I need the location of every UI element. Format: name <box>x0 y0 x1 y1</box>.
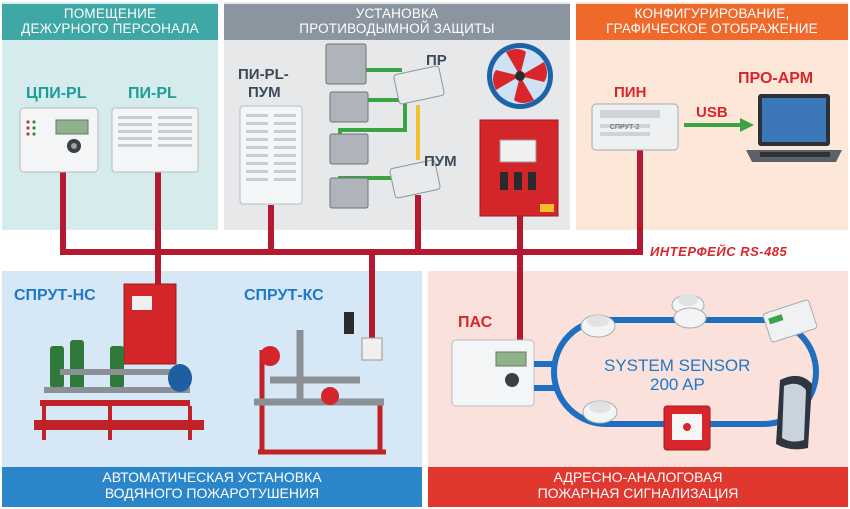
sprut-ks-station <box>254 312 386 455</box>
alarm-title-2: ПОЖАРНАЯ СИГНАЛИЗАЦИЯ <box>537 485 739 501</box>
rs485-bus <box>60 150 643 350</box>
smoke-header: УСТАНОВКА ПРОТИВОДЫМНОЙ ЗАЩИТЫ <box>224 4 570 40</box>
sounder-icon <box>776 375 812 450</box>
cpi-pl-label: ЦПИ-PL <box>26 85 87 102</box>
smoke-title-2: ПРОТИВОДЫМНОЙ ЗАЩИТЫ <box>299 21 495 36</box>
usb-arrowhead <box>740 118 754 132</box>
fan-icon <box>487 43 553 109</box>
sprut-ks-label: СПРУТ-КС <box>244 287 324 304</box>
manual-call-point-icon <box>663 405 711 451</box>
pr-label: ПР <box>426 52 447 69</box>
sprut-ns-station <box>34 283 204 440</box>
config-title-2: ГРАФИЧЕСКОЕ ОТОБРАЖЕНИЕ <box>606 21 818 36</box>
pi-pl-pum-label-1: ПИ-PL- <box>238 66 289 83</box>
duty-room-header: ПОМЕЩЕНИЕ ДЕЖУРНОГО ПЕРСОНАЛА <box>2 4 218 40</box>
pas-label: ПАС <box>458 314 493 331</box>
module-icon <box>762 299 818 343</box>
alarm-footer: АДРЕСНО-АНАЛОГОВАЯ ПОЖАРНАЯ СИГНАЛИЗАЦИЯ <box>428 467 848 507</box>
rs485-label: ИНТЕРФЕЙС RS-485 <box>650 244 788 259</box>
pi-pl-pum-label-2: ПУМ <box>248 84 281 101</box>
alarm-title-1: АДРЕСНО-АНАЛОГОВАЯ <box>553 469 723 485</box>
water-footer: АВТОМАТИЧЕСКАЯ УСТАНОВКА ВОДЯНОГО ПОЖАРО… <box>2 467 422 507</box>
pro-arm-label: ПРО-АРМ <box>738 70 814 87</box>
pr-module <box>393 65 445 105</box>
pin-label: ПИН <box>614 84 647 101</box>
water-title-1: АВТОМАТИЧЕСКАЯ УСТАНОВКА <box>102 469 322 485</box>
system-sensor-label-1: SYSTEM SENSOR <box>604 356 751 375</box>
pi-pl-device <box>111 107 199 173</box>
system-sensor-label-2: 200 AP <box>650 375 705 394</box>
pum-module <box>389 159 441 199</box>
smoke-detector-icons <box>580 294 707 424</box>
pum-label: ПУМ <box>424 153 457 170</box>
water-title-2: ВОДЯНОГО ПОЖАРОТУШЕНИЯ <box>104 485 320 501</box>
pi-pl-label: ПИ-PL <box>128 85 177 102</box>
duty-room-title-1: ПОМЕЩЕНИЕ <box>63 6 157 21</box>
smoke-title-1: УСТАНОВКА <box>355 6 439 21</box>
laptop-icon <box>746 94 842 162</box>
duty-room-title-2: ДЕЖУРНОГО ПЕРСОНАЛА <box>21 21 199 36</box>
pas-loop-link <box>534 361 556 391</box>
sprut2-mark-pin: СПРУТ-2 <box>610 124 640 131</box>
smoke-control-cabinet <box>479 119 559 217</box>
pas-device <box>451 339 535 407</box>
sprut-ns-label: СПРУТ-НС <box>14 287 96 304</box>
pin-adapter <box>591 103 679 151</box>
damper-units <box>325 43 369 209</box>
usb-label: USB <box>696 104 728 121</box>
config-title-1: КОНФИГУРИРОВАНИЕ, <box>634 6 790 21</box>
pi-pl-pum-device <box>239 105 303 205</box>
config-header: КОНФИГУРИРОВАНИЕ, ГРАФИЧЕСКОЕ ОТОБРАЖЕНИ… <box>576 4 848 40</box>
cpi-pl-device <box>19 107 99 173</box>
